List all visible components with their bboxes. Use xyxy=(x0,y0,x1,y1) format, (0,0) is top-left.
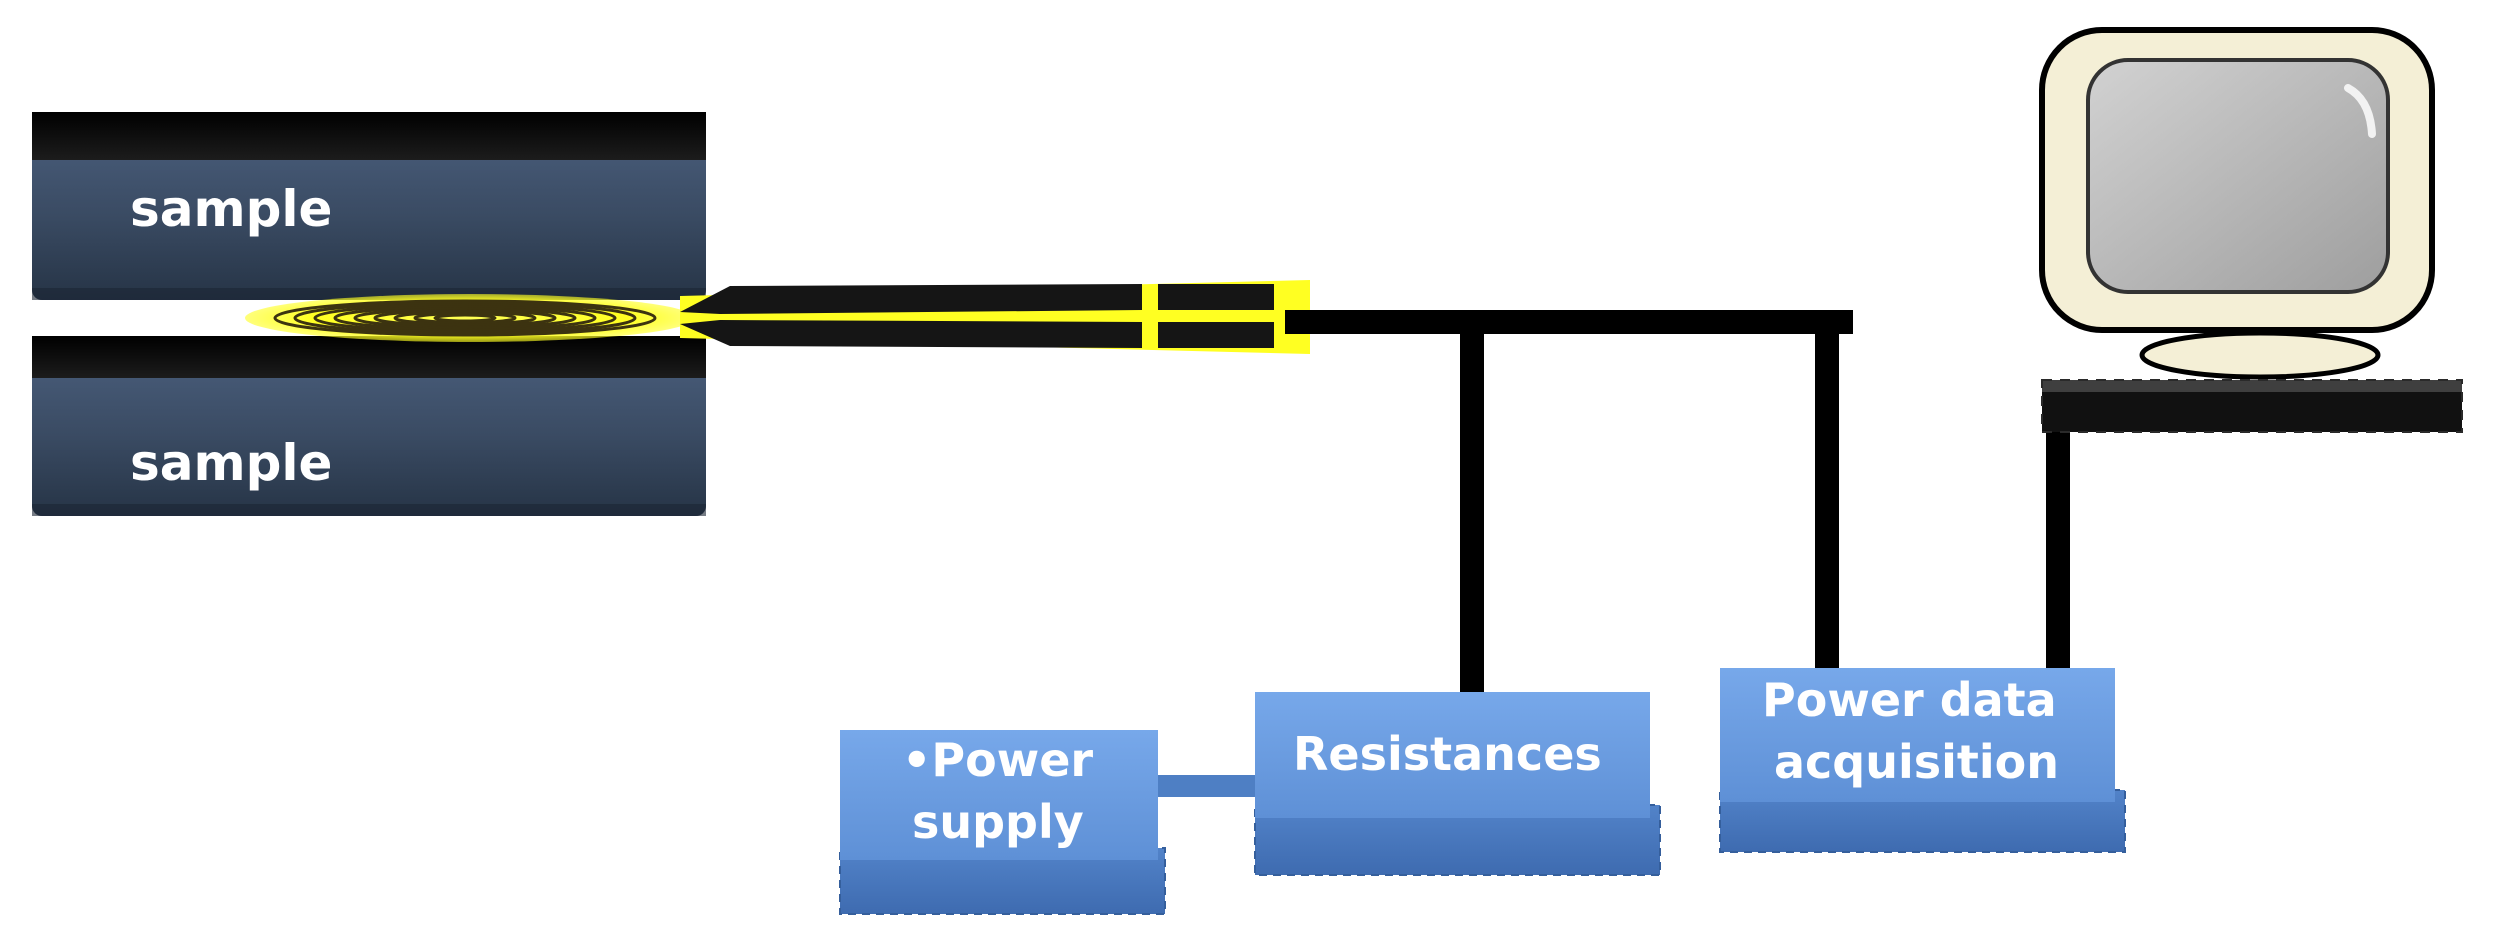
monitor-icon xyxy=(2039,27,2435,380)
sample-top-label: sample xyxy=(130,180,332,238)
wire-to-resistances xyxy=(1460,324,1484,692)
sample-top: sample xyxy=(32,112,706,300)
resistances-box: Resistances xyxy=(1254,692,1661,876)
sensor-lead-bottom xyxy=(680,320,1142,348)
main-wire xyxy=(1285,310,1853,334)
spiral-coil xyxy=(273,299,657,337)
sensor-pad-top xyxy=(1158,284,1274,310)
power-supply-box: •Power supply xyxy=(839,730,1166,915)
power-supply-connector xyxy=(1158,775,1258,797)
wire-to-computer xyxy=(2046,420,2070,686)
wire-to-power-data xyxy=(1815,324,1839,668)
sensor-probe xyxy=(245,280,1310,354)
sensor-pad-bottom xyxy=(1158,322,1274,348)
monitor-screen xyxy=(2086,58,2390,294)
wires xyxy=(1285,310,2070,692)
power-data-box: Power data acquisition xyxy=(1719,668,2126,853)
sample-bottom-label: sample xyxy=(130,434,332,492)
power-data-label-line2: acquisition xyxy=(1774,735,2059,789)
power-supply-label-line1: •Power xyxy=(902,733,1093,787)
power-supply-label-line2: supply xyxy=(912,795,1084,849)
computer-desk xyxy=(2041,379,2463,433)
sample-bottom: sample xyxy=(32,336,706,516)
sensor-lead-top xyxy=(680,284,1142,314)
monitor-stand-base xyxy=(2139,330,2381,380)
resistances-label: Resistances xyxy=(1293,727,1602,781)
power-data-label-line1: Power data xyxy=(1762,673,2057,727)
